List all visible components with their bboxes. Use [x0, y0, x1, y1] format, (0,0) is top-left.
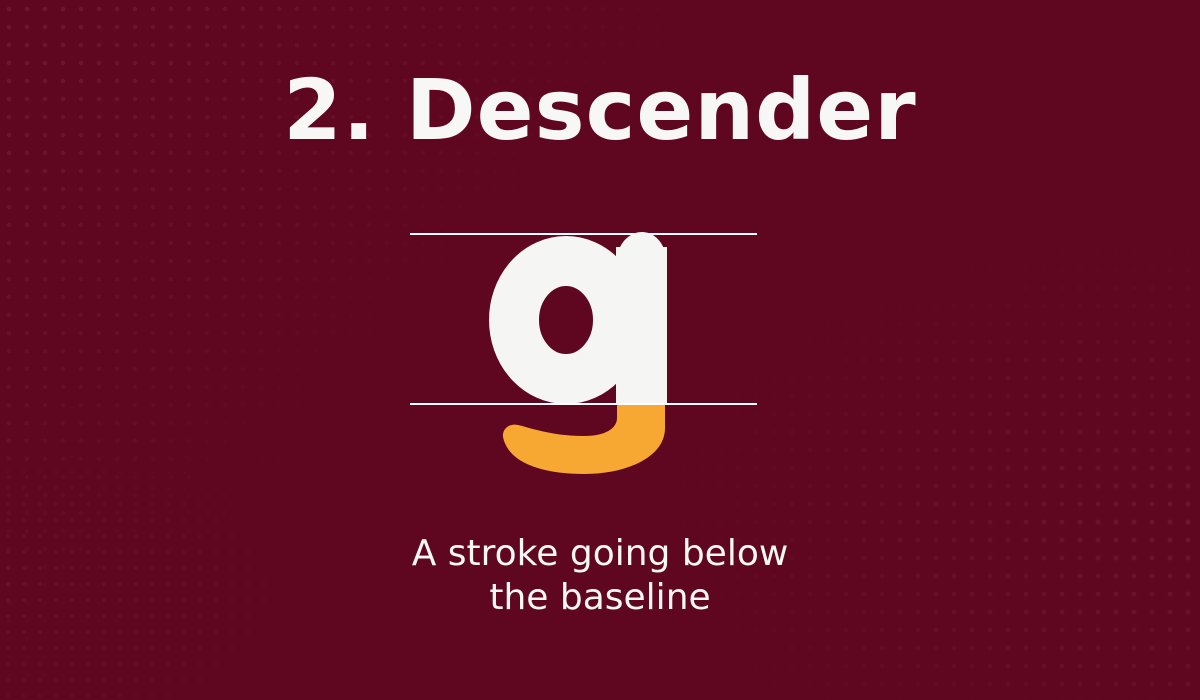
letter-g-glyph [489, 232, 667, 474]
caption-line-1: A stroke going below [411, 533, 789, 574]
page-title: 2. Descender [283, 61, 917, 159]
letter-g-bowl [489, 236, 643, 404]
caption: A stroke going below the baseline [300, 532, 900, 620]
letter-g-stem-cap [616, 232, 667, 275]
caption-line-2: the baseline [489, 576, 711, 618]
letter-g-descender [502, 404, 665, 474]
